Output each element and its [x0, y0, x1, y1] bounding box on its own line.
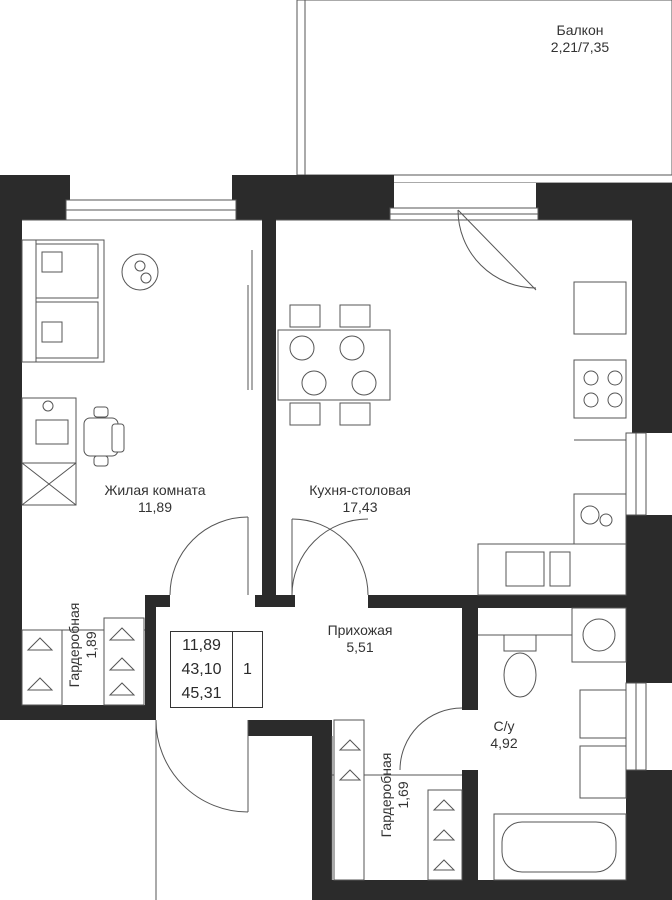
sofa	[21, 239, 105, 363]
label-balcony: Балкон 2,21/7,35	[520, 22, 640, 56]
room-name: Гардеробная	[66, 602, 82, 688]
room-name: Жилая комната	[104, 482, 206, 498]
room-name: С/у	[493, 718, 515, 734]
label-kitchen: Кухня-столовая 17,43	[290, 482, 430, 516]
office-chair	[83, 406, 125, 467]
room-count: 1	[243, 661, 252, 678]
dining-table	[277, 304, 391, 426]
room-area: 1,69	[395, 781, 411, 809]
label-living: Жилая комната 11,89	[80, 482, 230, 516]
room-area: 5,51	[346, 639, 374, 655]
floor-lamp	[121, 253, 159, 291]
label-bath: С/у 4,92	[474, 718, 534, 752]
label-hall: Прихожая 5,51	[300, 622, 420, 656]
walls	[0, 175, 672, 900]
total-area: 43,10	[181, 661, 222, 678]
room-name: Прихожая	[327, 622, 393, 638]
area-values: 11,89 43,10 45,31	[171, 632, 233, 707]
room-area: 11,89	[138, 499, 172, 515]
doors	[155, 209, 537, 900]
desk	[21, 397, 77, 506]
living-area: 11,89	[182, 637, 221, 654]
balcony	[296, 0, 672, 184]
room-area: 4,92	[490, 735, 518, 751]
kitchen-counter	[477, 281, 627, 596]
room-area: 2,21/7,35	[550, 39, 610, 55]
bathroom-fixtures	[493, 607, 627, 881]
room-name: Гардеробная	[378, 752, 394, 838]
total-area-with-balcony: 45,31	[181, 685, 222, 702]
room-name: Кухня-столовая	[309, 482, 411, 498]
label-wardrobe-2: Гардеробная 1,69	[378, 735, 412, 855]
room-name: Балкон	[556, 22, 604, 38]
label-wardrobe-1: Гардеробная 1,89	[66, 585, 100, 705]
area-summary: 11,89 43,10 45,31 1	[170, 631, 263, 708]
wardrobe-1	[21, 617, 145, 706]
windows	[65, 175, 672, 771]
room-area: 1,89	[83, 631, 99, 659]
room-area: 17,43	[342, 499, 378, 515]
wardrobe-2	[333, 719, 463, 881]
